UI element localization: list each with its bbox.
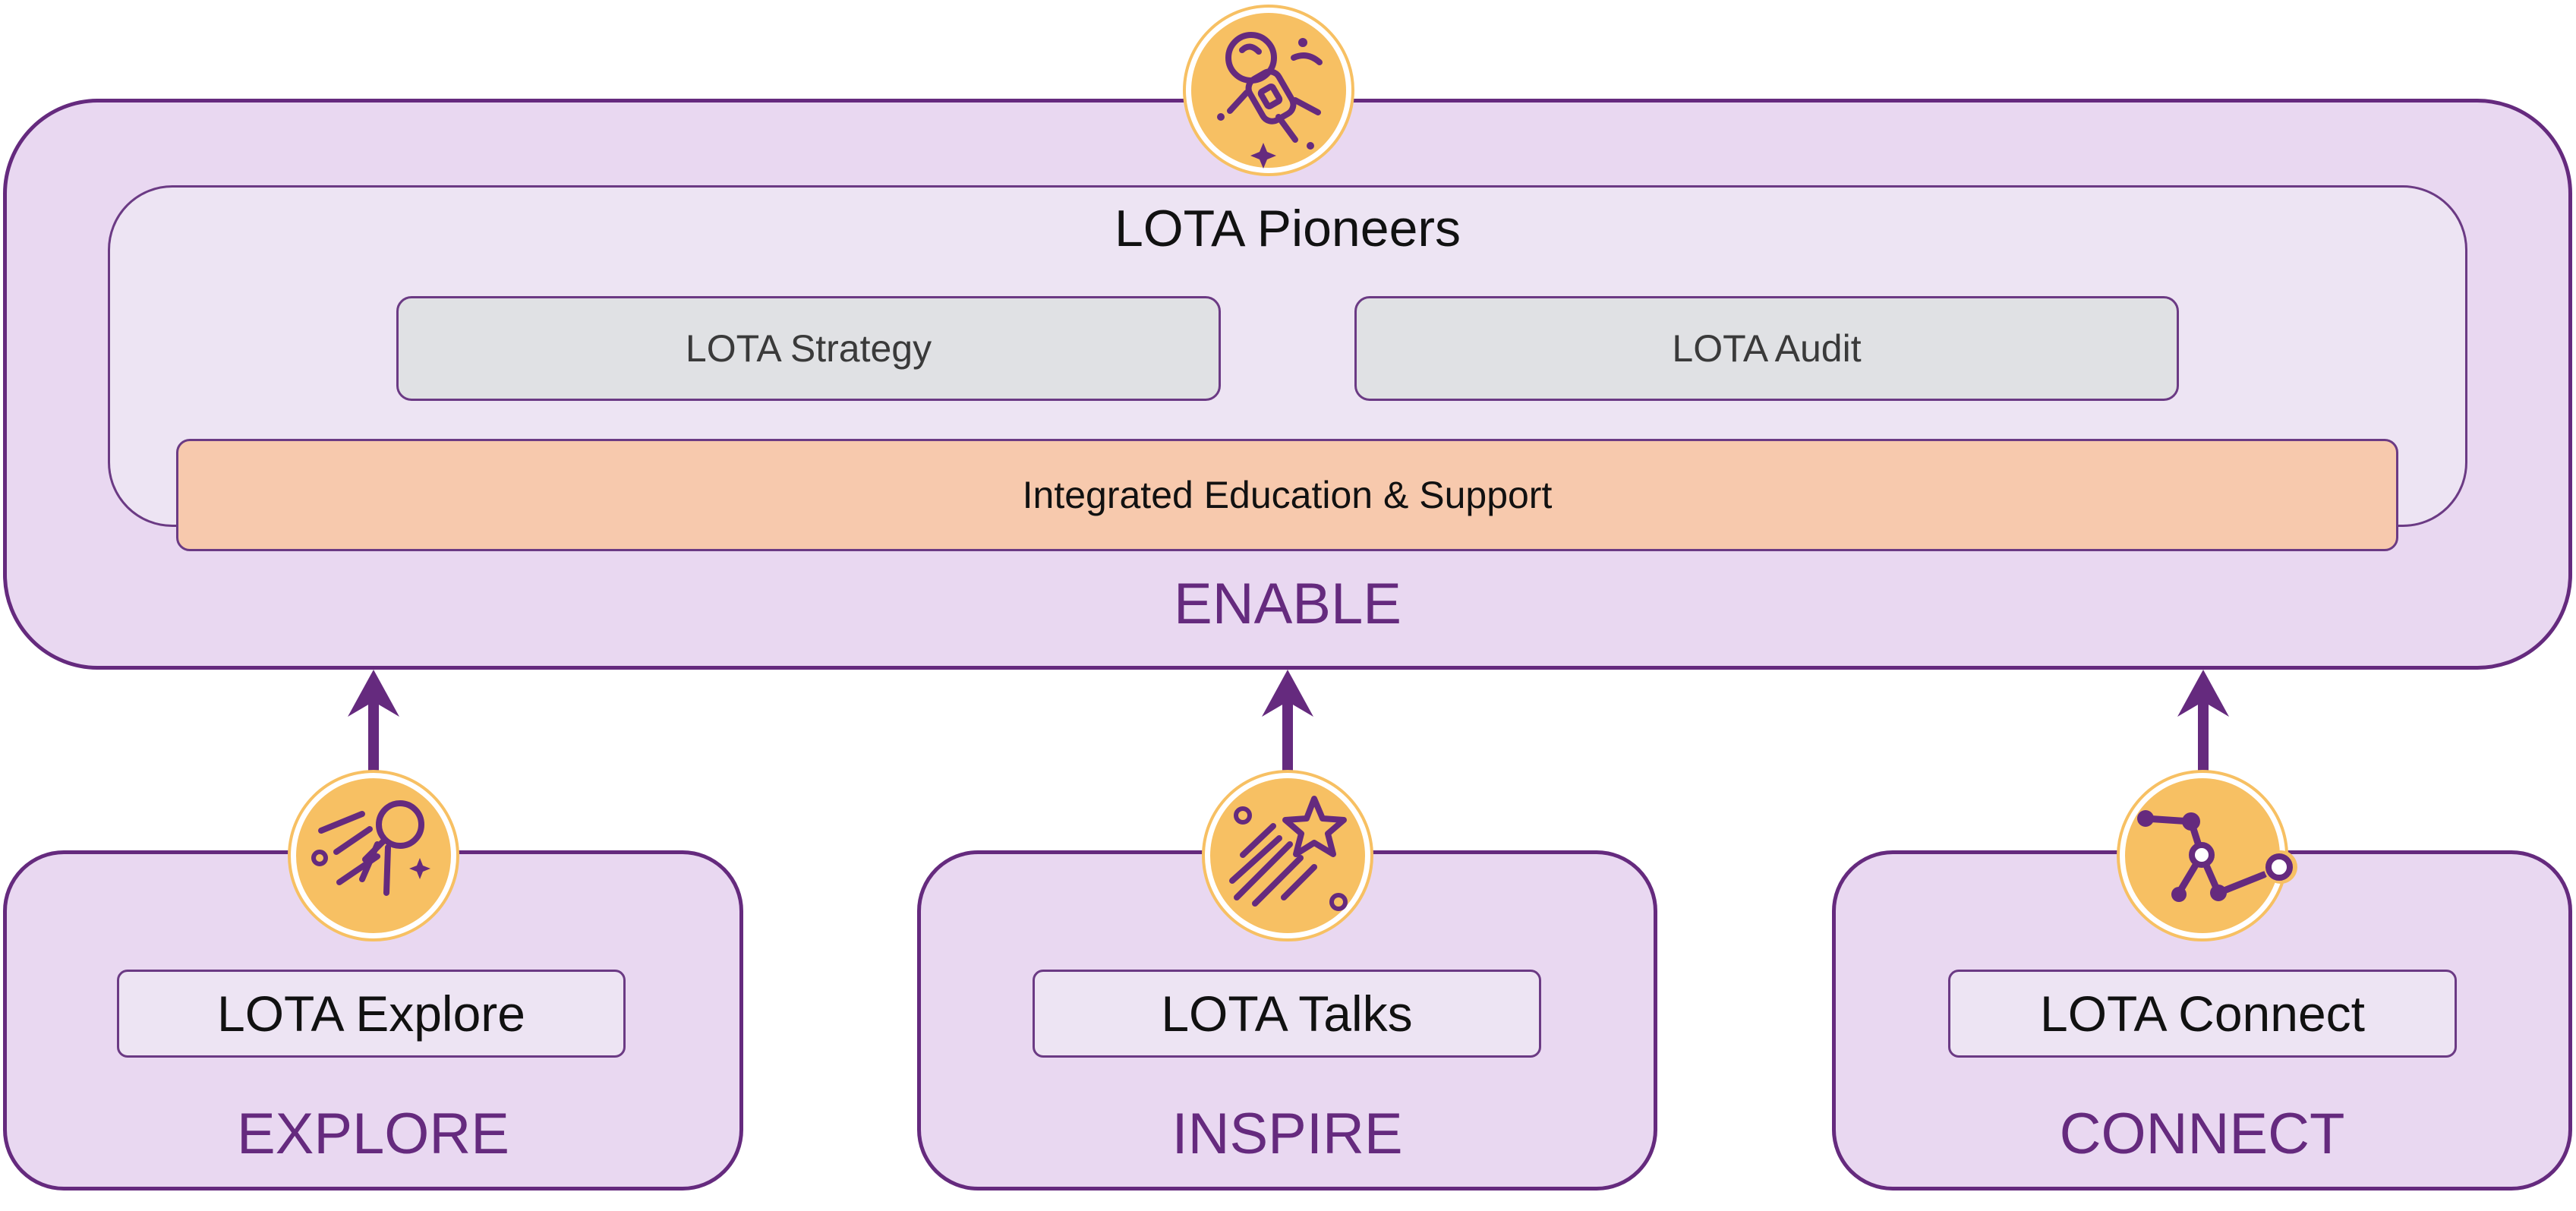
explore-label: EXPLORE [236, 1102, 510, 1166]
pioneers-title: LOTA Pioneers [1114, 200, 1461, 257]
satellite-icon [288, 770, 459, 941]
inspire-arrow [1262, 670, 1313, 774]
lota-connect-box: LOTA Connect [1948, 970, 2457, 1058]
inspire-label: INSPIRE [1171, 1102, 1403, 1166]
explore-arrow [348, 670, 399, 774]
shooting-star-icon [1202, 770, 1373, 941]
lota-talks-box: LOTA Talks [1033, 970, 1541, 1058]
astronaut-icon [1183, 5, 1354, 176]
integrated-support-bar: Integrated Education & Support [176, 439, 2398, 551]
network-nodes-icon [2117, 770, 2297, 941]
audit-box: LOTA Audit [1354, 296, 2179, 401]
lota-explore-box: LOTA Explore [117, 970, 626, 1058]
connect-arrow [2177, 670, 2229, 774]
strategy-box: LOTA Strategy [396, 296, 1221, 401]
enable-label: ENABLE [1174, 572, 1402, 636]
connect-label: CONNECT [2059, 1102, 2345, 1166]
